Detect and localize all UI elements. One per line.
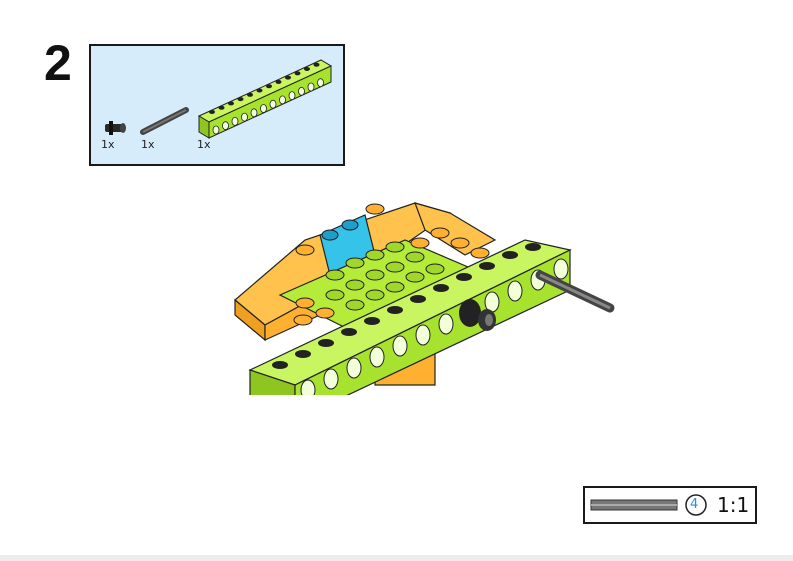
axle-icon xyxy=(140,107,189,135)
length-ruler-callout: 4 1:1 xyxy=(583,486,757,524)
connector-peg-part xyxy=(459,299,496,331)
connector-peg-icon xyxy=(105,121,126,135)
part-quantity: 1x xyxy=(141,138,155,151)
scale-label: 1:1 xyxy=(717,493,750,517)
axle-length-number: 4 xyxy=(690,497,699,512)
part-quantity: 1x xyxy=(101,138,115,151)
axle-part xyxy=(535,270,615,313)
parts-illustrations xyxy=(105,59,333,139)
lime-beam-13 xyxy=(248,239,572,395)
studs xyxy=(293,203,490,326)
beam-13-icon xyxy=(197,59,333,139)
parts-list-callout: 1x 1x 1x xyxy=(89,44,345,166)
page-footer-bar xyxy=(0,555,793,561)
axle-length-icon xyxy=(590,494,707,516)
step-number: 2 xyxy=(44,35,72,91)
assembly-illustration xyxy=(234,202,615,395)
part-quantity: 1x xyxy=(197,138,211,151)
